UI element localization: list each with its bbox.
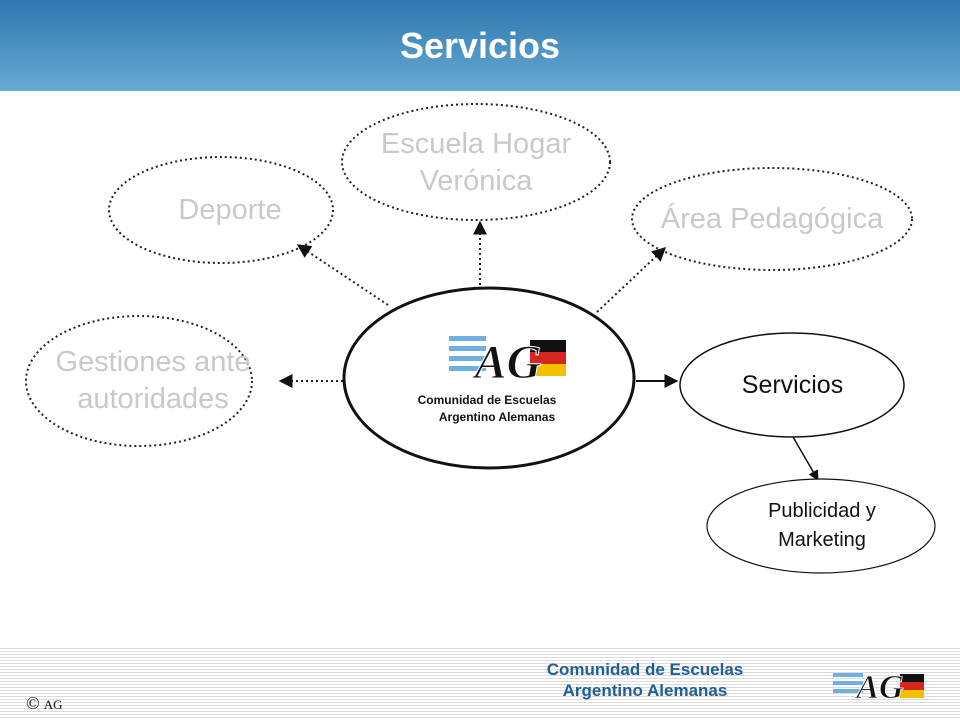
connector-area-pedagogica: [596, 247, 667, 313]
deporte-text: Deporte: [178, 194, 282, 226]
connector-deporte: [296, 244, 389, 306]
area-pedagogica-text: Área Pedagógica: [660, 203, 884, 235]
copyright-notice: ©AG: [26, 693, 62, 714]
node-area-pedagogica-label: Área Pedagógica: [632, 197, 912, 242]
footer-org-line1: Comunidad de Escuelas: [546, 660, 744, 679]
node-servicios-label: Servicios: [700, 365, 885, 405]
gestiones-line2: autoridades: [77, 383, 229, 415]
node-deporte: [108, 156, 334, 264]
copyright-text: AG: [43, 697, 63, 712]
footer-logo: AG: [833, 669, 924, 706]
page-title: Servicios: [399, 25, 561, 66]
connector-publicidad: [792, 436, 819, 481]
gestiones-line1: Gestiones ante: [55, 346, 251, 378]
node-escuela-hogar: [341, 103, 611, 221]
footer-org-line2: Argentino Alemanas: [562, 681, 728, 700]
node-escuela-hogar-label: Escuela Hogar Verónica: [350, 125, 602, 201]
escuela-hogar-line1: Escuela Hogar: [380, 128, 572, 160]
publicidad-line2: Marketing: [778, 529, 866, 551]
copyright-icon: ©: [26, 693, 40, 713]
center-logo: AG Comunidad de Escuelas Argentino Alema…: [418, 336, 566, 424]
node-gestiones: [25, 315, 253, 447]
header-bar: [0, 0, 960, 91]
node-deporte-label: Deporte: [130, 188, 330, 233]
center-org-line1: Comunidad de Escuelas: [418, 393, 557, 407]
node-area-pedagogica: [631, 167, 913, 271]
center-org-line2: Argentino Alemanas: [439, 410, 556, 424]
footer-logo-mark: AG: [854, 669, 904, 706]
center-logo-mark: AG: [472, 336, 542, 389]
publicidad-line1: Publicidad y: [768, 500, 876, 522]
node-center: [342, 286, 636, 470]
node-publicidad-label: Publicidad y Marketing: [722, 494, 922, 558]
servicios-text: Servicios: [741, 370, 844, 399]
node-gestiones-label: Gestiones ante autoridades: [28, 342, 278, 420]
footer-org-name: Comunidad de Escuelas Argentino Alemanas: [500, 659, 790, 701]
node-servicios: [679, 332, 905, 438]
footer-band: [0, 648, 960, 720]
escuela-hogar-line2: Verónica: [419, 165, 533, 197]
node-publicidad: [706, 478, 936, 574]
